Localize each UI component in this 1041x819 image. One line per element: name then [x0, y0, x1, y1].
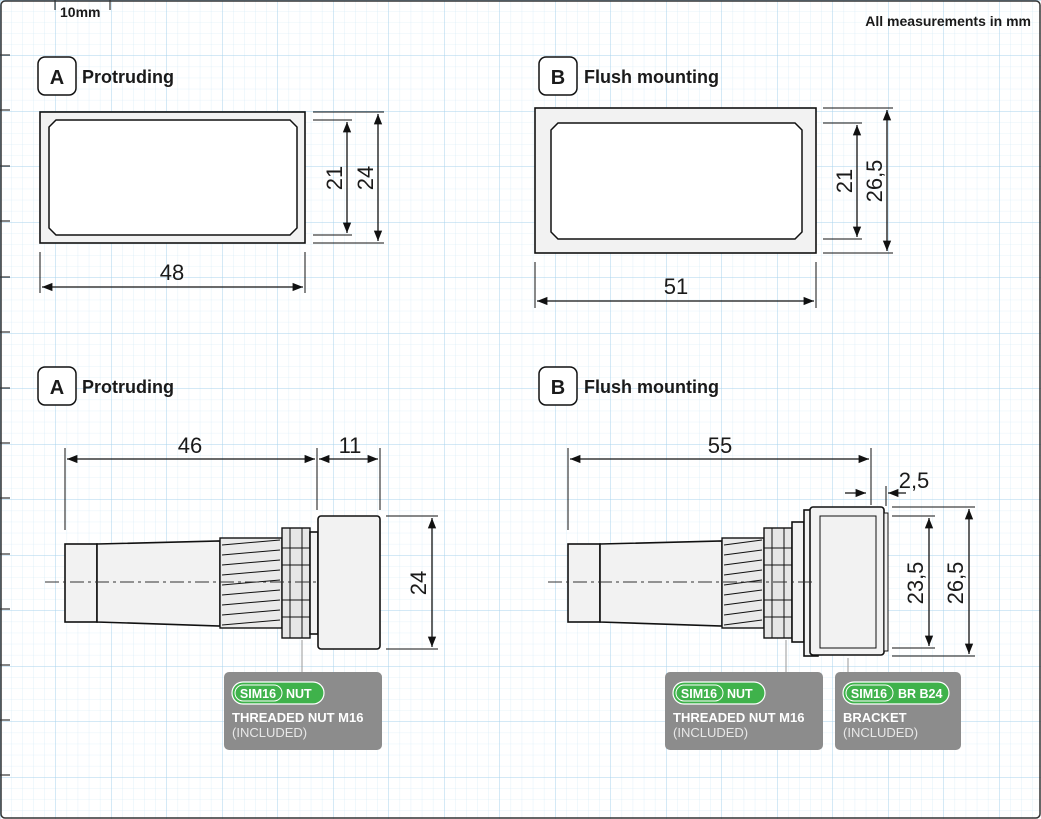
front-a-title: Protruding — [82, 67, 174, 87]
front-b-lens — [550, 122, 803, 240]
tag-bracket-b-suffix: BR B24 — [898, 687, 943, 701]
side-b-lip: 2,5 — [899, 468, 930, 493]
scale-label: 10mm — [60, 4, 100, 20]
side-a-cap — [317, 515, 381, 650]
scale-ticks — [0, 0, 111, 776]
front-view-b: B Flush mounting 21 26,5 51 — [534, 56, 893, 308]
side-a-nut — [281, 527, 311, 639]
side-a-height: 24 — [406, 571, 431, 595]
front-a-outer-height: 24 — [353, 166, 378, 190]
side-b-body-length: 55 — [708, 433, 732, 458]
badge-a-letter: A — [50, 67, 64, 89]
tag-nut-a: SIM16 NUT THREADED NUT M16 (INCLUDED) — [224, 672, 382, 750]
tag-bracket-b-line2: (INCLUDED) — [843, 725, 918, 740]
badge-a2-letter: A — [50, 377, 64, 399]
tag-nut-a-code: SIM16 — [240, 687, 276, 701]
tag-nut-b-line2: (INCLUDED) — [673, 725, 748, 740]
front-b-width: 51 — [664, 274, 688, 299]
front-view-a: A Protruding 21 24 48 — [37, 56, 384, 293]
tag-nut-a-line1: THREADED NUT M16 — [232, 710, 363, 725]
units-note: All measurements in mm — [865, 13, 1031, 29]
side-view-a: A Protruding 46 11 — [37, 366, 438, 672]
tag-nut-b-suffix: NUT — [727, 687, 753, 701]
tag-nut-b-code: SIM16 — [681, 687, 717, 701]
tag-bracket-b-code: SIM16 — [851, 687, 887, 701]
front-b-outer-height: 26,5 — [862, 160, 887, 203]
badge-b-letter: B — [551, 67, 565, 89]
badge-a2-box — [37, 366, 77, 406]
front-a-lens — [48, 119, 298, 236]
side-b-rear-body — [567, 543, 601, 623]
side-a-rear-body — [64, 543, 98, 623]
side-a-housing — [96, 540, 221, 627]
side-b-housing — [599, 540, 723, 627]
badge-b2-box — [538, 366, 578, 406]
front-a-inner-height: 21 — [322, 166, 347, 190]
badge-a-box — [37, 56, 77, 96]
side-b-nut — [763, 527, 793, 639]
badge-b2-letter: B — [551, 377, 565, 399]
tag-nut-a-suffix: NUT — [286, 687, 312, 701]
front-b-inner-height: 21 — [832, 169, 857, 193]
side-a-cap-length: 11 — [339, 433, 362, 458]
side-view-b: B Flush mounting 55 2,5 — [538, 366, 975, 672]
tag-nut-b-line1: THREADED NUT M16 — [673, 710, 804, 725]
side-a-title: Protruding — [82, 377, 174, 397]
side-b-title: Flush mounting — [584, 377, 719, 397]
front-b-title: Flush mounting — [584, 67, 719, 87]
tag-bracket-b: SIM16 BR B24 BRACKET (INCLUDED) — [835, 672, 961, 750]
side-b-outer-height: 26,5 — [943, 562, 968, 605]
side-b-inner-height: 23,5 — [903, 562, 928, 605]
badge-b-box — [538, 56, 578, 96]
front-a-width: 48 — [160, 260, 184, 285]
tag-bracket-b-line1: BRACKET — [843, 710, 907, 725]
tag-nut-b: SIM16 NUT THREADED NUT M16 (INCLUDED) — [665, 672, 823, 750]
side-a-body-length: 46 — [178, 433, 202, 458]
side-b-cap — [809, 506, 885, 656]
tag-nut-a-line2: (INCLUDED) — [232, 725, 307, 740]
